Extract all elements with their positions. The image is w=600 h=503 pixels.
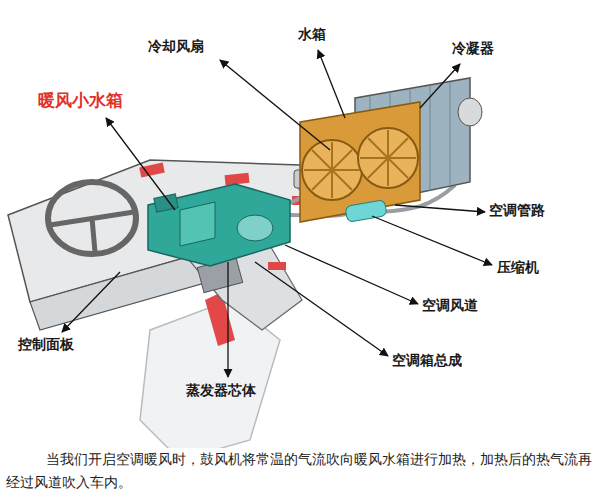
steering-wheel: [48, 182, 136, 254]
leader-line: [285, 245, 418, 304]
vent: [139, 163, 165, 178]
part-label: 冷却风扇: [148, 38, 204, 55]
leader-line: [255, 262, 388, 356]
highlight-label: 暖风小水箱: [38, 90, 123, 110]
hvac-box: [148, 184, 290, 266]
dashboard-front: [30, 252, 215, 330]
vent: [268, 262, 286, 270]
leader-line: [106, 118, 175, 210]
fan-blades: [304, 130, 416, 198]
part-label: 空调风道: [422, 297, 478, 314]
leader-line: [318, 50, 345, 118]
leader-line: [372, 216, 492, 265]
leader-line: [220, 60, 330, 150]
part-label: 控制面板: [18, 336, 74, 353]
part-label: 空调管路: [489, 202, 545, 219]
evaporator-core: [180, 202, 215, 246]
blower: [237, 215, 273, 241]
steering-spokes: [50, 212, 134, 252]
part-label: 压缩机: [497, 259, 539, 276]
part-label: 冷凝器: [452, 40, 494, 57]
leader-line: [395, 205, 485, 212]
leader-line: [62, 272, 120, 332]
vent: [225, 173, 250, 185]
part-label: 蒸发器芯体: [186, 382, 256, 399]
radiator: [300, 102, 420, 222]
part-label: 空调箱总成: [392, 352, 462, 369]
caption: 当我们开启空调暖风时，鼓风机将常温的气流吹向暖风水箱进行加热，加热后的热气流再经…: [6, 448, 592, 494]
reservoir: [458, 98, 482, 126]
leader-line: [420, 64, 460, 108]
leader-line: [227, 262, 228, 377]
part-label: 水箱: [298, 26, 326, 43]
